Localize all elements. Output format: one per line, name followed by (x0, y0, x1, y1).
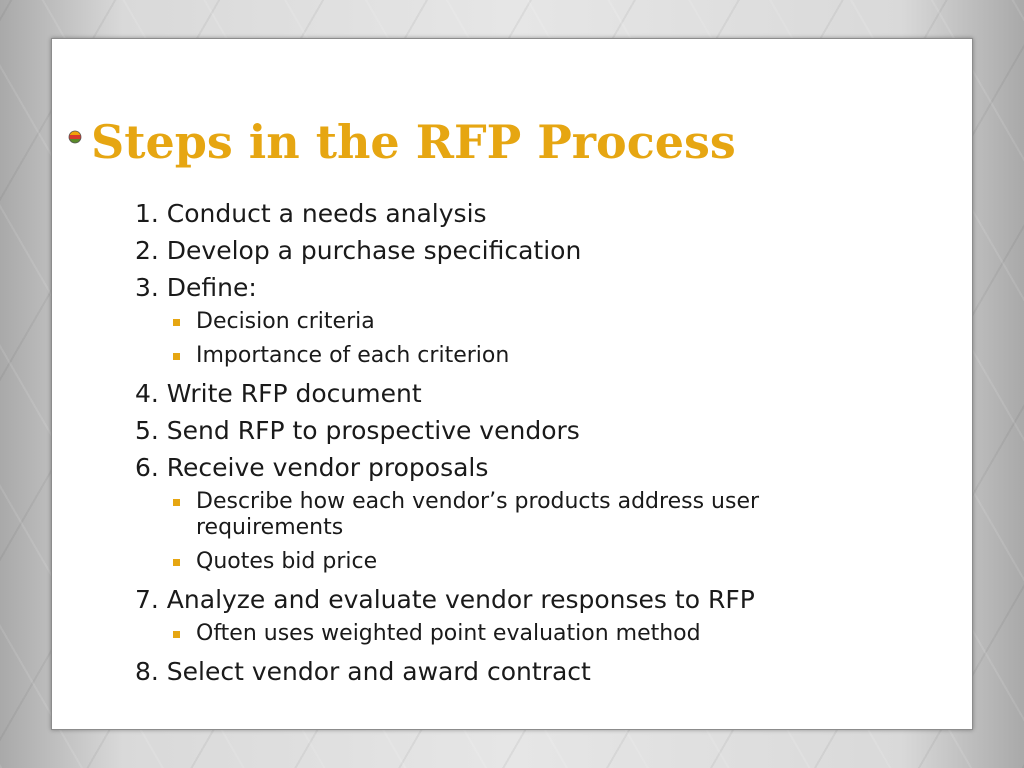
square-bullet-icon (173, 499, 180, 506)
sub-item-label: Decision criteria (196, 309, 375, 334)
step-item: 7. Analyze and evaluate vendor responses… (135, 585, 755, 614)
square-bullet-icon (173, 631, 180, 638)
sub-item-label: Often uses weighted point evaluation met… (196, 621, 701, 646)
step-item: 5. Send RFP to prospective vendors (135, 416, 580, 445)
sub-item: Describe how each vendor’s products addr… (135, 489, 836, 541)
step-item: 8. Select vendor and award contract (135, 657, 591, 686)
sub-item: Importance of each criterion (135, 343, 925, 369)
step-item: 3. Define: (135, 273, 257, 302)
sub-item-label: Describe how each vendor’s products addr… (196, 489, 760, 540)
square-bullet-icon (173, 559, 180, 566)
slide-title: Steps in the RFP Process (91, 115, 736, 169)
square-bullet-icon (173, 319, 180, 326)
steps-list: 1. Conduct a needs analysis 2. Develop a… (135, 197, 925, 692)
sub-item: Decision criteria (135, 309, 925, 335)
sub-item: Often uses weighted point evaluation met… (135, 621, 925, 647)
sub-item-label: Quotes bid price (196, 549, 378, 574)
slide-canvas (51, 38, 973, 730)
sub-item-label: Importance of each criterion (196, 343, 510, 368)
step-item: 2. Develop a purchase specification (135, 236, 582, 265)
square-bullet-icon (173, 353, 180, 360)
step-item: 1. Conduct a needs analysis (135, 199, 487, 228)
sub-item: Quotes bid price (135, 549, 925, 575)
step-item: 4. Write RFP document (135, 379, 422, 408)
tricolor-circle-bullet-icon (68, 130, 82, 144)
step-item: 6. Receive vendor proposals (135, 453, 489, 482)
